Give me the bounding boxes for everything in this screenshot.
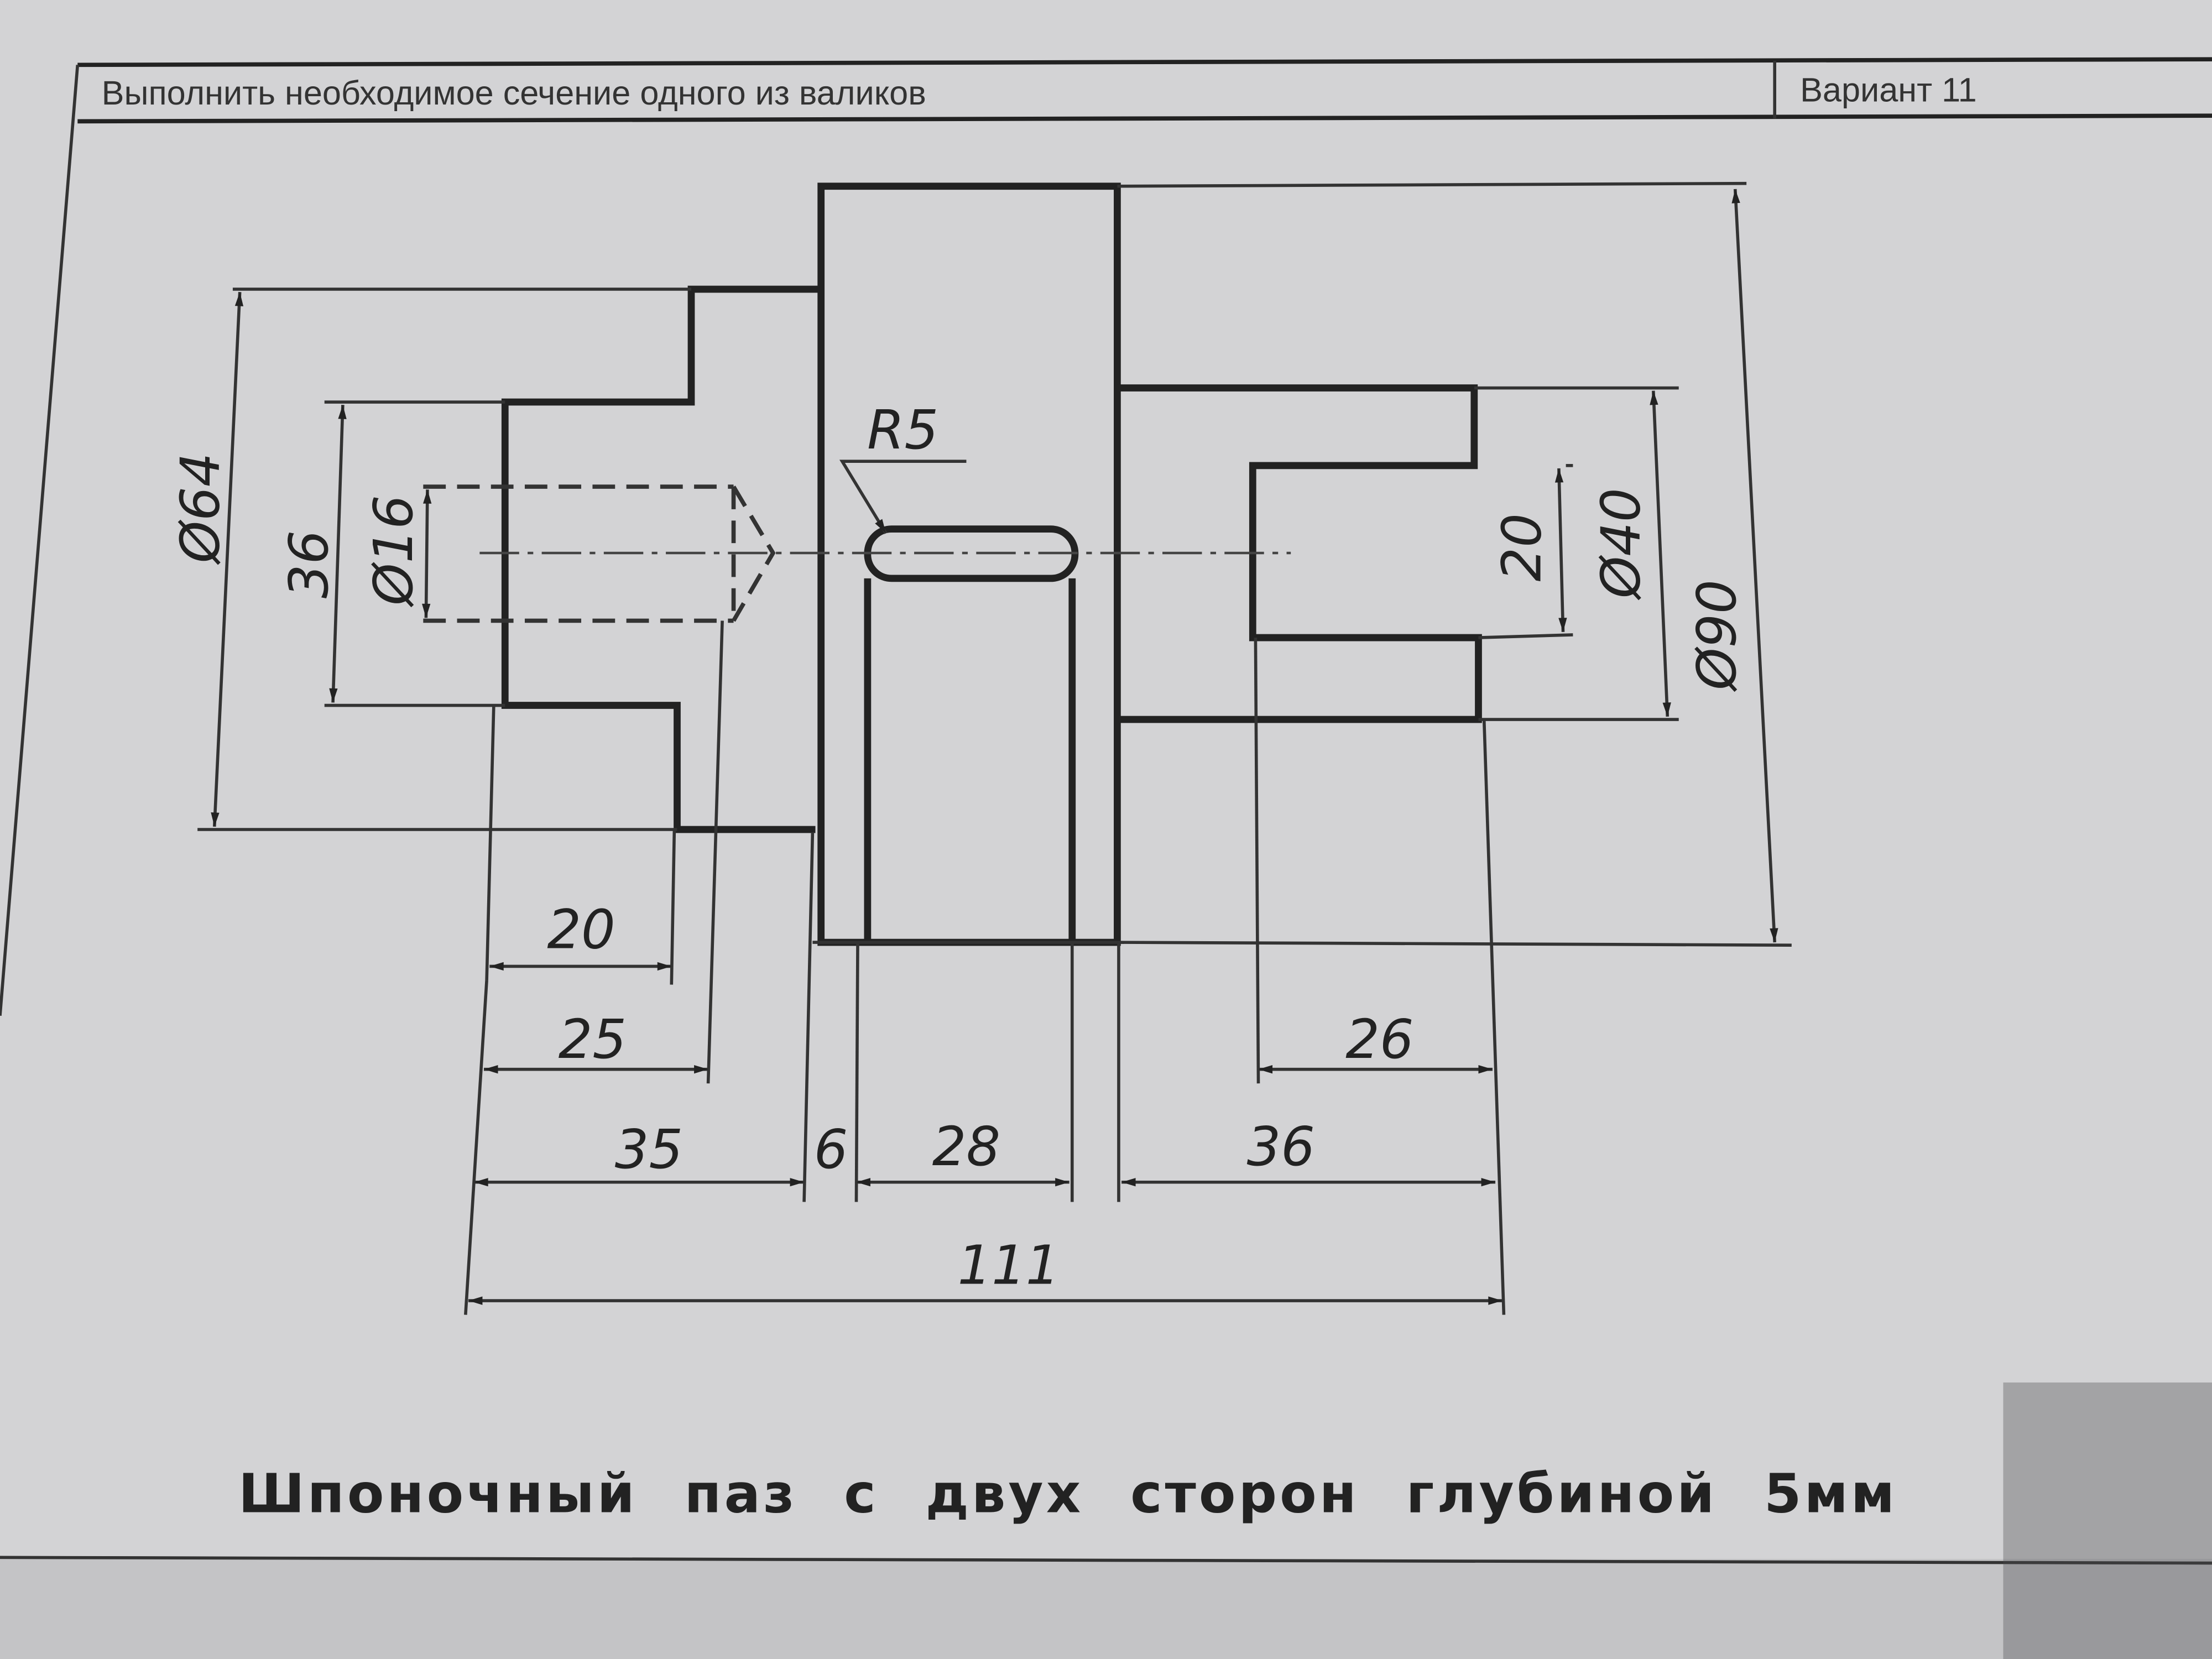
dim-l25: 25 <box>559 1008 627 1071</box>
variant-label: Вариант 11 <box>1800 71 1977 109</box>
dim-l35: 35 <box>615 1118 683 1181</box>
dim-l20: 20 <box>547 898 615 961</box>
dimension-labels: Ø90 Ø40 20 Ø64 36 Ø16 R5 20 25 35 6 28 3… <box>169 399 1747 1296</box>
dim-h36: 36 <box>278 530 340 598</box>
dim-l26: 26 <box>1345 1008 1413 1071</box>
dim-l36: 36 <box>1247 1115 1315 1178</box>
dim-d40: Ø40 <box>1589 488 1652 601</box>
keyway-note: Шпоночный паз с двух сторон глубиной 5мм <box>238 1463 1897 1525</box>
dim-l111: 111 <box>957 1234 1060 1296</box>
dim-d90: Ø90 <box>1686 580 1748 692</box>
extension-lines <box>197 181 1792 1315</box>
dimension-lines <box>211 189 1778 1305</box>
dim-h20: 20 <box>1491 513 1553 581</box>
dim-l6: 6 <box>814 1118 848 1181</box>
title-block: Выполнить необходимое сечение одного из … <box>0 57 2212 1565</box>
dim-l28: 28 <box>932 1115 1000 1178</box>
dim-d64: Ø64 <box>169 453 231 566</box>
shadow <box>2003 1383 2212 1659</box>
dim-d16: Ø16 <box>362 495 425 608</box>
task-title: Выполнить необходимое сечение одного из … <box>102 74 926 112</box>
hidden-hole <box>423 484 776 623</box>
dim-r5: R5 <box>867 399 938 461</box>
